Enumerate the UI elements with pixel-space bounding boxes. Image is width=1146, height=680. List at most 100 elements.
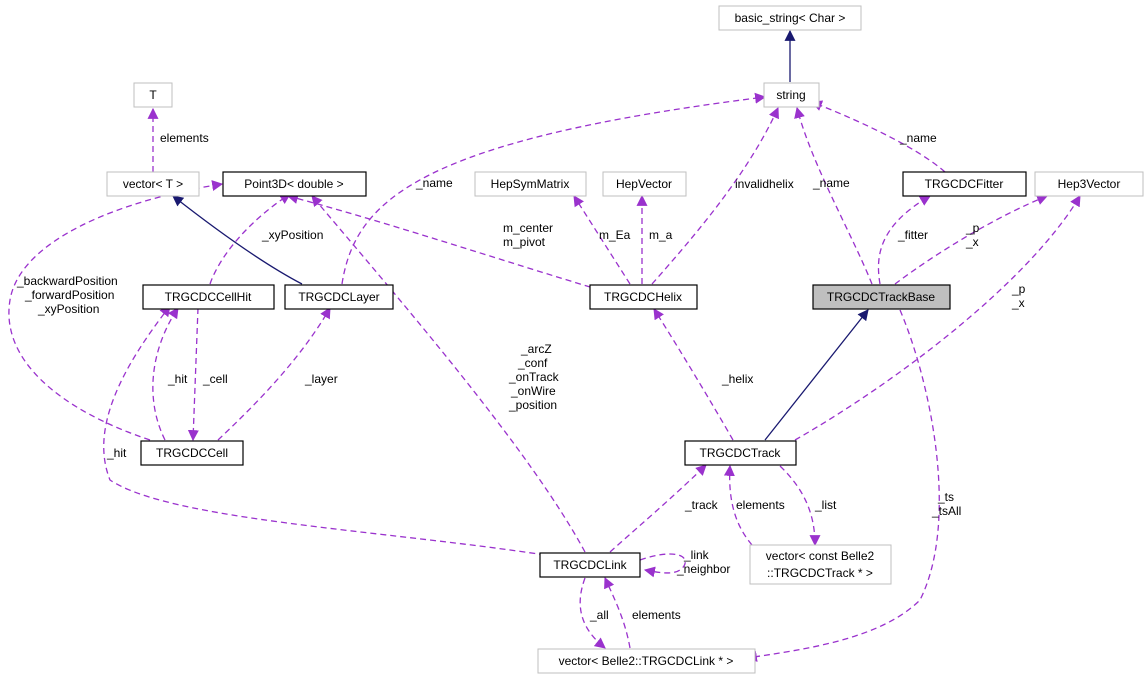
label-xyposition-cellhit: _xyPosition <box>261 228 323 242</box>
edge-link-cellhit <box>103 305 546 556</box>
label-link-self-2: _neighbor <box>676 562 730 576</box>
edge-link-self <box>639 553 686 578</box>
label-list: _list <box>814 498 837 512</box>
edges <box>8 29 1081 662</box>
node-cellhit[interactable]: TRGCDCCellHit <box>142 284 275 310</box>
node-vector-const-track[interactable]: vector< const Belle2 ::TRGCDCTrack * > <box>749 544 892 585</box>
node-vector-link[interactable]: vector< Belle2::TRGCDCLink * > <box>537 648 756 674</box>
edge-fitter-string <box>810 100 946 173</box>
node-T-label: T <box>149 88 157 102</box>
node-link[interactable]: TRGCDCLink <box>539 552 641 578</box>
label-link-self-1: _link <box>683 548 710 562</box>
node-T[interactable]: T <box>133 82 173 108</box>
node-hepsymmatrix-label: HepSymMatrix <box>491 177 570 191</box>
label-name-layer: _name <box>415 176 453 190</box>
label-cell: _cell <box>202 372 228 386</box>
edge-track-helix <box>653 308 734 441</box>
label-link-point-2: _conf <box>517 356 548 370</box>
label-p-2: _p <box>1011 282 1026 296</box>
label-link-point-1: _arcZ <box>520 342 552 356</box>
edge-helix-string <box>651 106 779 285</box>
label-x-1: _x <box>965 235 979 249</box>
label-hit-cell: _hit <box>167 372 188 386</box>
edge-link-track <box>609 464 707 553</box>
edge-layer-vector-t <box>172 195 303 285</box>
node-hepsymmatrix[interactable]: HepSymMatrix <box>474 171 587 197</box>
node-helix[interactable]: TRGCDCHelix <box>589 284 698 310</box>
node-cellhit-label: TRGCDCCellHit <box>165 290 252 304</box>
node-vector-t-label: vector< T > <box>123 177 183 191</box>
label-helix-point-1: m_center <box>503 221 553 235</box>
node-point3d[interactable]: Point3D< double > <box>222 171 367 197</box>
edge-layer-string <box>341 92 767 285</box>
node-hepvector[interactable]: HepVector <box>602 171 687 197</box>
node-trackbase[interactable]: TRGCDCTrackBase <box>812 284 951 310</box>
edge-link-point3d <box>311 195 586 553</box>
edge-trackbase-veclink <box>745 309 940 662</box>
label-elements-track: elements <box>736 498 785 512</box>
label-fitter: _fitter <box>897 228 928 242</box>
node-trackbase-label: TRGCDCTrackBase <box>827 290 936 304</box>
edge-trackbase-string <box>794 106 873 285</box>
node-basic-string-label: basic_string< Char > <box>735 11 846 25</box>
edge-trackbase-fitter <box>877 195 931 285</box>
label-tsall: _tsAll <box>931 504 961 518</box>
node-vector-link-label: vector< Belle2::TRGCDCLink * > <box>559 654 734 668</box>
node-track-label: TRGCDCTrack <box>700 446 782 460</box>
edge-veclink-link <box>604 576 631 649</box>
node-vector-const-track-label-1: vector< const Belle2 <box>766 549 875 563</box>
edge-cell-cellhit <box>152 307 179 441</box>
node-vector-const-track-label-2: ::TRGCDCTrack * > <box>767 566 873 580</box>
label-m-ea: m_Ea <box>599 228 631 242</box>
edge-helix-point3d <box>286 193 601 291</box>
node-fitter-label: TRGCDCFitter <box>925 177 1004 191</box>
edge-cell-layer <box>217 307 331 441</box>
edge-helix-hepsymmatrix <box>573 195 631 285</box>
label-link-point-4: _onWire <box>510 384 556 398</box>
label-track: _track <box>684 498 719 512</box>
edge-track-vectrack <box>779 465 821 547</box>
label-cell-point-3: _xyPosition <box>37 302 99 316</box>
edge-cell-point3d <box>8 180 224 441</box>
edge-track-trackbase <box>764 309 869 441</box>
node-track[interactable]: TRGCDCTrack <box>684 440 797 466</box>
label-helix: _helix <box>721 372 753 386</box>
label-ts: _ts <box>937 490 954 504</box>
node-string-label: string <box>776 88 805 102</box>
edge-labels: elements _name invalidhelix _name _name … <box>16 131 1026 622</box>
node-cell[interactable]: TRGCDCCell <box>140 440 244 466</box>
node-link-label: TRGCDCLink <box>553 558 627 572</box>
node-hep3vector[interactable]: Hep3Vector <box>1034 171 1144 197</box>
label-all: _all <box>589 608 609 622</box>
label-hit-link: _hit <box>106 446 127 460</box>
label-link-point-3: _onTrack <box>508 370 560 384</box>
node-point3d-label: Point3D< double > <box>244 177 343 191</box>
edge-cellhit-point3d <box>209 193 291 285</box>
node-layer[interactable]: TRGCDCLayer <box>284 284 394 310</box>
label-link-point-5: _position <box>508 398 557 412</box>
label-layer: _layer <box>304 372 338 386</box>
node-hep3vector-label: Hep3Vector <box>1058 177 1121 191</box>
node-helix-label: TRGCDCHelix <box>604 290 682 304</box>
label-elements-t: elements <box>160 131 209 145</box>
label-elements-link: elements <box>632 608 681 622</box>
label-name-trackbase: _name <box>812 176 850 190</box>
edge-vectrack-track <box>723 464 753 546</box>
label-p-1: _p <box>965 221 980 235</box>
node-fitter[interactable]: TRGCDCFitter <box>902 171 1027 197</box>
node-layer-label: TRGCDCLayer <box>298 290 379 304</box>
label-m-a: m_a <box>649 228 673 242</box>
node-cell-label: TRGCDCCell <box>156 446 228 460</box>
node-basic-string[interactable]: basic_string< Char > <box>718 5 862 31</box>
edge-track-hep3vector <box>794 195 1081 441</box>
label-x-2: _x <box>1011 296 1025 310</box>
edge-trackbase-hep3vector <box>894 194 1049 285</box>
node-string[interactable]: string <box>763 82 820 108</box>
node-hepvector-label: HepVector <box>616 177 672 191</box>
edge-cellhit-cell <box>187 307 199 442</box>
label-invalidhelix: invalidhelix <box>735 177 794 191</box>
label-cell-point-2: _forwardPosition <box>24 288 114 302</box>
nodes: basic_string< Char > string T vector< T … <box>106 5 1144 674</box>
node-vector-t[interactable]: vector< T > <box>106 171 200 197</box>
